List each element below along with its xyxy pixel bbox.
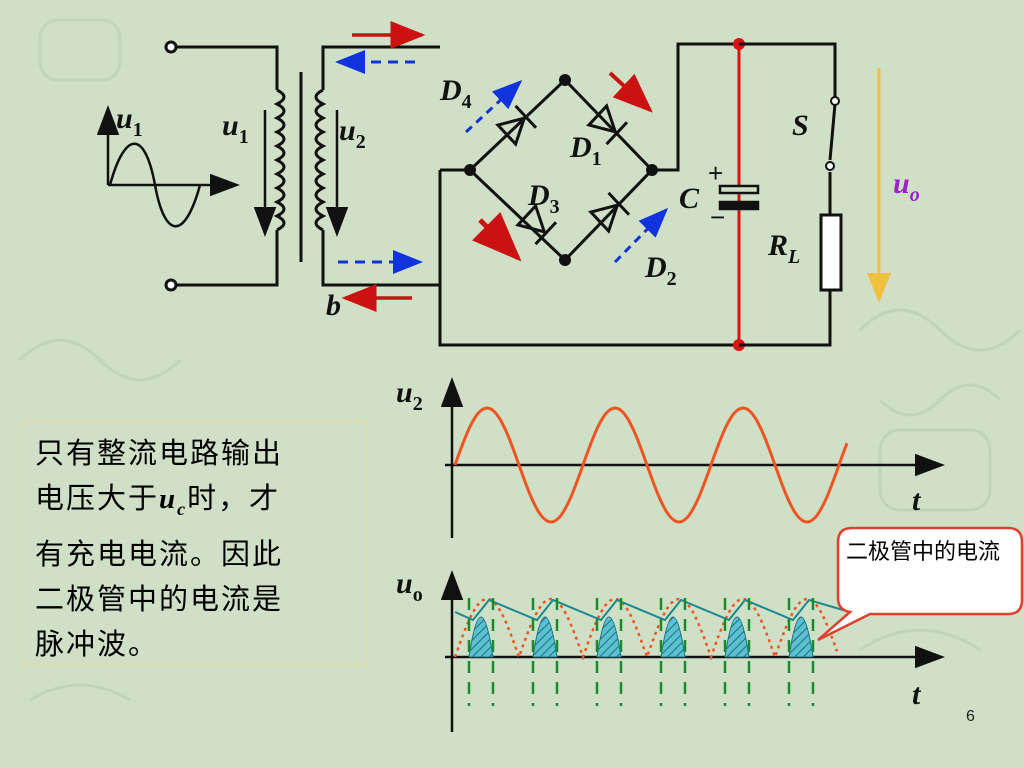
diode-current-pulse xyxy=(660,616,686,658)
label-capacitor: C xyxy=(679,182,700,215)
graph-u2 xyxy=(440,377,945,538)
input-sine-symbol xyxy=(96,105,240,228)
callout-box xyxy=(817,526,1024,642)
graph-u2-ylabel: u2 xyxy=(396,376,423,415)
diode-d3-symbol xyxy=(515,203,558,246)
label-uo: uo xyxy=(893,167,920,206)
diode-current-pulses xyxy=(468,616,814,658)
label-u2: u2 xyxy=(339,114,366,153)
u2-sine-wave xyxy=(453,406,849,524)
label-plus: + xyxy=(708,158,723,188)
bridge-wiring xyxy=(438,42,739,347)
graph-uo-ylabel: uo xyxy=(396,567,423,606)
label-d1: D1 xyxy=(569,131,602,170)
label-d3: D3 xyxy=(527,179,560,218)
diode-current-pulse xyxy=(596,616,622,658)
label-u1: u1 xyxy=(222,109,249,148)
diode-d4-symbol xyxy=(495,104,538,147)
label-d4: D4 xyxy=(439,74,472,113)
note-line-1: 只有整流电路输出 xyxy=(35,436,284,470)
load-branch xyxy=(739,42,843,347)
output-ripple-line xyxy=(454,598,851,622)
red-current-arrow-d1 xyxy=(608,71,653,113)
note-line-4: 二极管中的电流是 xyxy=(35,581,284,616)
diode-current-pulse xyxy=(788,616,814,658)
note-line-2: 电压大于uc时，才 xyxy=(35,481,281,519)
note-line-3: 有充电电流。因此 xyxy=(35,536,284,571)
label-switch: S xyxy=(792,109,809,142)
transformer-primary xyxy=(164,40,286,292)
note-line-5: 脉冲波。 xyxy=(35,626,160,661)
diode-d2-symbol xyxy=(588,191,631,234)
junction-dots xyxy=(464,74,658,266)
graph-uo xyxy=(440,570,945,732)
label-u1-input: u1 xyxy=(116,102,143,141)
switch-contact-bottom xyxy=(825,161,835,171)
rectified-wave-dotted xyxy=(453,597,839,661)
blue-current-arrow-d4 xyxy=(464,79,523,134)
diode-current-pulse xyxy=(532,616,558,658)
diode-current-pulse xyxy=(724,616,750,658)
diode-d1-symbol xyxy=(586,103,629,146)
explanation-note: 只有整流电路输出 电压大于uc时，才 有充电电流。因此 二极管中的电流是 脉冲波… xyxy=(20,420,367,666)
page-number: 6 xyxy=(966,708,975,725)
callout-text: 二极管中的电流 xyxy=(846,540,1001,565)
label-load: RL xyxy=(767,229,800,268)
label-minus: − xyxy=(710,202,725,232)
label-b: b xyxy=(326,289,341,322)
graph-uo-xlabel: t xyxy=(912,678,922,711)
label-d2: D2 xyxy=(644,251,677,290)
diode-current-pulse xyxy=(468,616,494,658)
pulse-interval-markers xyxy=(467,598,815,706)
blue-current-arrow-d2 xyxy=(613,207,669,264)
switch-contact-top xyxy=(830,96,840,106)
transformer-secondary xyxy=(314,45,440,287)
capacitor-symbol xyxy=(718,184,760,211)
graph-u2-xlabel: t xyxy=(912,484,922,517)
red-current-arrow-d3 xyxy=(472,212,522,262)
